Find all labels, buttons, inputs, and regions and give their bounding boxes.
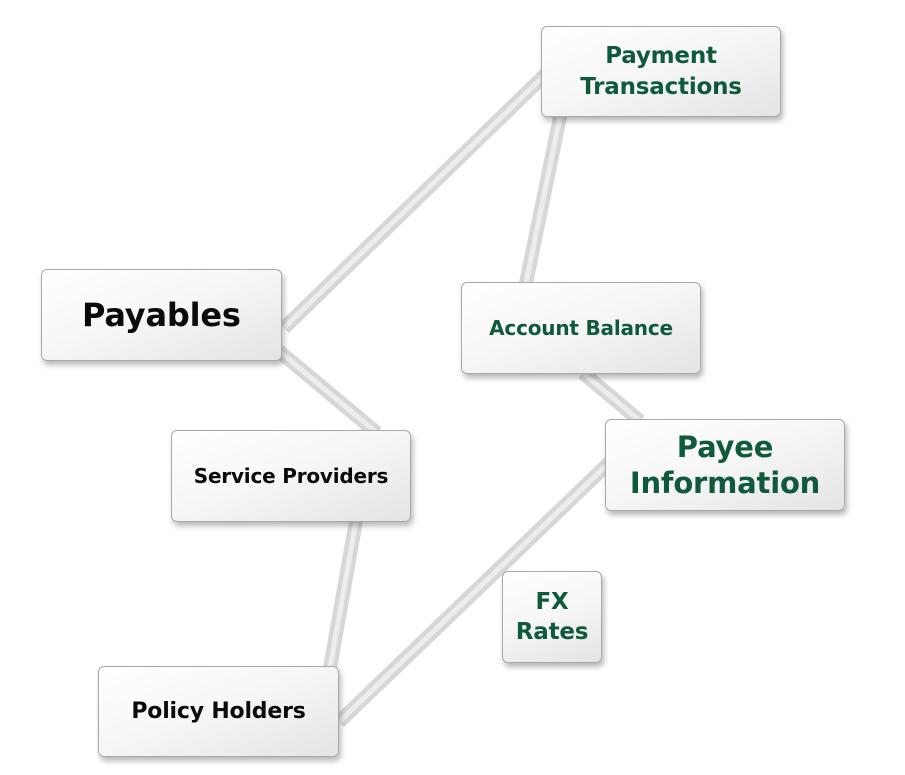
node-payables: Payables — [41, 269, 282, 361]
connector-highlight-payables-to-payment-transactions — [282, 66, 554, 330]
node-fx-rates-line2: Rates — [515, 619, 589, 645]
node-policy-holders-label: Policy Holders — [131, 698, 306, 724]
node-payment-transactions-line1: Payment — [605, 43, 717, 70]
connector-highlight-service-providers-to-policy-holders — [327, 520, 359, 669]
node-service-providers-label: Service Providers — [193, 463, 389, 488]
connector-highlight-account-balance-to-payee-information — [581, 371, 642, 423]
node-policy-holders: Policy Holders — [98, 666, 339, 757]
node-payment-transactions: Payment Transactions — [541, 26, 781, 117]
node-payee-information: Payee Information — [605, 419, 845, 511]
node-payee-information-line1: Payee — [676, 429, 774, 464]
node-account-balance-label: Account Balance — [489, 315, 673, 340]
node-payment-transactions-line2: Transactions — [580, 73, 742, 100]
node-payables-label: Payables — [82, 295, 241, 334]
node-payee-information-line2: Information — [629, 466, 821, 500]
node-account-balance: Account Balance — [461, 282, 701, 374]
connector-highlight-payment-transactions-to-account-balance — [522, 111, 564, 289]
connector-highlight-policy-holders-to-payee-information — [337, 458, 614, 724]
node-fx-rates: FX Rates — [502, 571, 602, 663]
node-service-providers: Service Providers — [171, 430, 411, 522]
connector-highlight-payables-to-service-providers — [277, 349, 379, 435]
node-fx-rates-line1: FX — [535, 588, 569, 615]
